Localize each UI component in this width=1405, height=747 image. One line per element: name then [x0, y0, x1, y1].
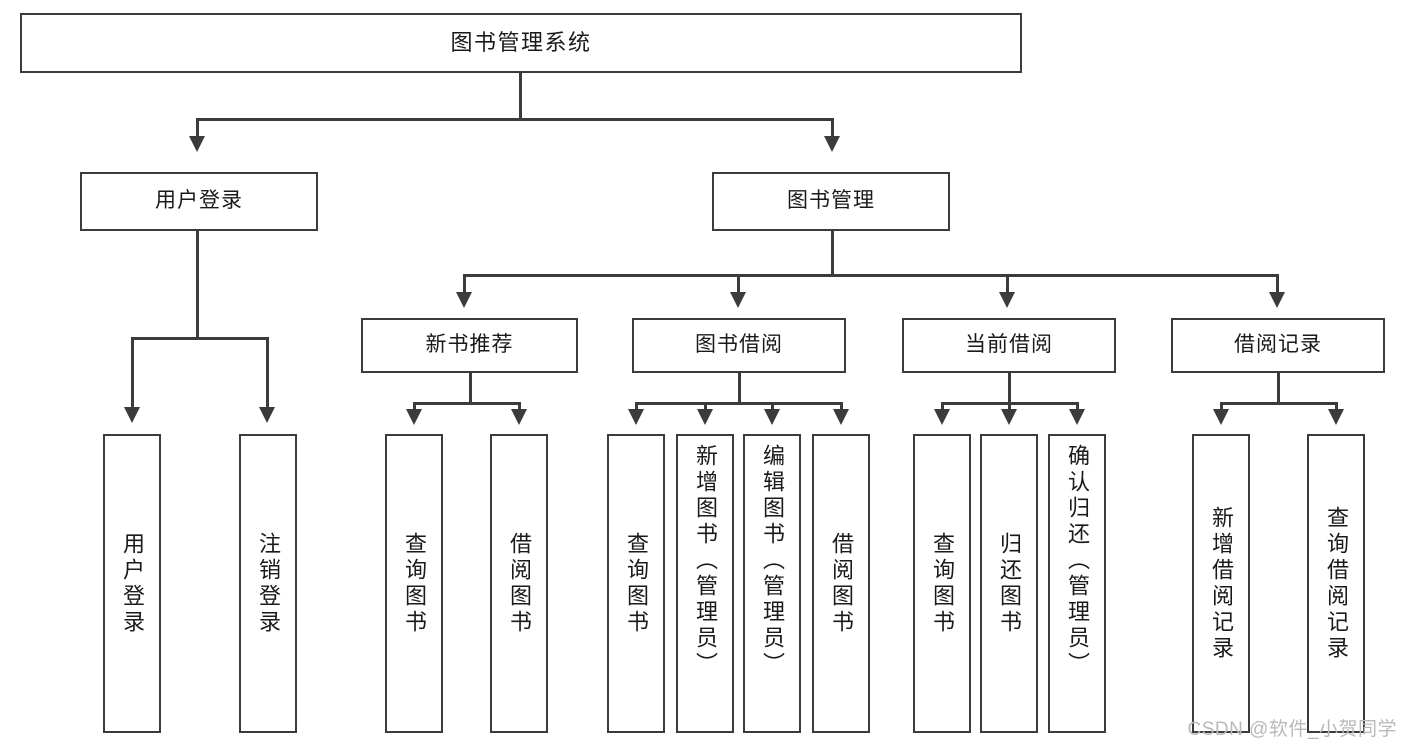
node-label: 当前借阅: [965, 333, 1053, 357]
node-label: 确认归还（管理员）: [1065, 444, 1090, 678]
arrow-to-query-book-1: [406, 409, 422, 425]
connector-bookmgmt-c2: [737, 274, 740, 294]
node-label: 新书推荐: [425, 333, 514, 357]
watermark: CSDN @软件_小贺同学: [1187, 719, 1397, 740]
leaf-add-borrow-record[interactable]: 新增借阅记录: [1192, 434, 1250, 733]
connector-current-down: [1008, 373, 1011, 402]
connector-record-c1: [1220, 402, 1223, 411]
arrow-to-new-book-recommend: [456, 292, 472, 308]
leaf-user-login[interactable]: 用户登录: [103, 434, 161, 733]
node-book-management-system[interactable]: 图书管理系统: [20, 13, 1022, 73]
arrow-to-confirm-return: [1069, 409, 1085, 425]
connector-record-bus: [1220, 402, 1338, 405]
arrow-to-borrow-record: [1269, 292, 1285, 308]
node-label: 图书借阅: [695, 333, 783, 357]
leaf-return-book[interactable]: 归还图书: [980, 434, 1038, 733]
connector-record-down: [1277, 373, 1280, 402]
leaf-borrow-book-recommend[interactable]: 借阅图书: [490, 434, 548, 733]
arrow-to-logout-leaf: [259, 407, 275, 423]
node-current-borrow[interactable]: 当前借阅: [902, 318, 1116, 373]
leaf-logout[interactable]: 注销登录: [239, 434, 297, 733]
arrow-to-borrow-book-2: [833, 409, 849, 425]
connector-login-bus: [131, 337, 269, 340]
connector-root-to-login: [196, 118, 199, 138]
node-user-login[interactable]: 用户登录: [80, 172, 318, 231]
connector-recommend-down: [469, 373, 472, 402]
arrow-to-current-borrow: [999, 292, 1015, 308]
leaf-query-borrow-record[interactable]: 查询借阅记录: [1307, 434, 1365, 733]
connector-bookmgmt-c3: [1006, 274, 1009, 294]
connector-current-c2: [1008, 402, 1011, 411]
node-label: 编辑图书（管理员）: [760, 444, 785, 678]
arrow-to-add-record: [1213, 409, 1229, 425]
connector-root-to-bookmgmt: [831, 118, 834, 138]
connector-bookmgmt-bus: [463, 274, 1279, 277]
leaf-add-book-admin[interactable]: 新增图书（管理员）: [676, 434, 734, 733]
node-label: 用户登录: [155, 189, 243, 213]
leaf-query-book-borrow[interactable]: 查询图书: [607, 434, 665, 733]
connector-root-down: [519, 73, 522, 118]
connector-current-c3: [1076, 402, 1079, 411]
node-label: 查询图书: [402, 531, 427, 636]
node-label: 查询图书: [624, 531, 649, 636]
node-borrow-record[interactable]: 借阅记录: [1171, 318, 1385, 373]
connector-login-down: [196, 231, 199, 337]
connector-borrow-c2: [704, 402, 707, 411]
connector-root-bus: [196, 118, 834, 121]
connector-borrow-c1: [635, 402, 638, 411]
arrow-to-book-borrow: [730, 292, 746, 308]
connector-current-c1: [941, 402, 944, 411]
arrow-to-query-book-2: [628, 409, 644, 425]
connector-borrow-bus: [635, 402, 843, 405]
arrow-to-user-login: [189, 136, 205, 152]
connector-login-c1: [131, 337, 134, 409]
node-label: 查询借阅记录: [1324, 505, 1349, 662]
connector-borrow-down: [738, 373, 741, 402]
arrow-to-edit-book: [764, 409, 780, 425]
connector-recommend-c2: [518, 402, 521, 411]
connector-recommend-bus: [413, 402, 521, 405]
node-label: 借阅记录: [1234, 333, 1322, 357]
arrow-to-query-book-3: [934, 409, 950, 425]
node-label: 新增图书（管理员）: [693, 444, 718, 678]
arrow-to-user-login-leaf: [124, 407, 140, 423]
leaf-edit-book-admin[interactable]: 编辑图书（管理员）: [743, 434, 801, 733]
arrow-to-borrow-book-1: [511, 409, 527, 425]
arrow-to-query-record: [1328, 409, 1344, 425]
arrow-to-book-management: [824, 136, 840, 152]
connector-borrow-c4: [840, 402, 843, 411]
leaf-query-book-recommend[interactable]: 查询图书: [385, 434, 443, 733]
node-label: 图书管理: [787, 189, 875, 213]
leaf-borrow-book[interactable]: 借阅图书: [812, 434, 870, 733]
connector-login-c2: [266, 337, 269, 409]
node-new-book-recommend[interactable]: 新书推荐: [361, 318, 578, 373]
connector-bookmgmt-c1: [463, 274, 466, 294]
node-label: 新增借阅记录: [1209, 505, 1234, 662]
node-label: 查询图书: [930, 531, 955, 636]
node-label: 借阅图书: [507, 531, 532, 636]
node-label: 用户登录: [120, 531, 145, 636]
node-label: 注销登录: [256, 531, 281, 636]
node-label: 归还图书: [997, 531, 1022, 636]
node-label: 图书管理系统: [450, 30, 592, 56]
connector-record-c2: [1335, 402, 1338, 411]
node-label: 借阅图书: [829, 531, 854, 636]
connector-borrow-c3: [771, 402, 774, 411]
leaf-confirm-return-admin[interactable]: 确认归还（管理员）: [1048, 434, 1106, 733]
node-book-management[interactable]: 图书管理: [712, 172, 950, 231]
arrow-to-return-book: [1001, 409, 1017, 425]
arrow-to-add-book: [697, 409, 713, 425]
connector-bookmgmt-c4: [1276, 274, 1279, 294]
node-book-borrow[interactable]: 图书借阅: [632, 318, 846, 373]
leaf-query-book-current[interactable]: 查询图书: [913, 434, 971, 733]
connector-bookmgmt-down: [831, 231, 834, 274]
connector-recommend-c1: [413, 402, 416, 411]
